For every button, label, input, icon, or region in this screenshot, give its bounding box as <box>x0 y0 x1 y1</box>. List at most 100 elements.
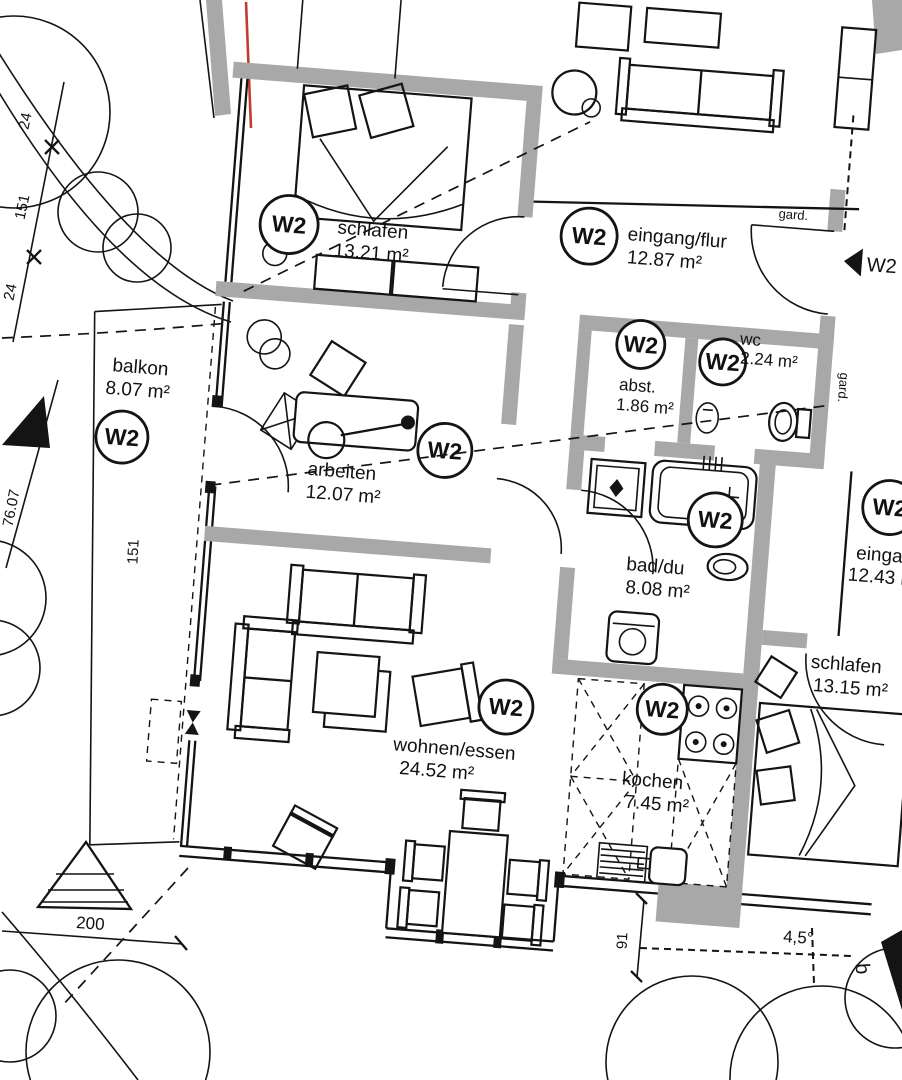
boundary-dashed-right <box>843 115 855 231</box>
site-dashed-sw <box>61 867 189 1007</box>
room-name-nachbar-schlafen: schlafen <box>810 652 882 678</box>
room-name-bad: bad/du <box>626 554 686 579</box>
bad-sink <box>706 552 749 582</box>
room-kochen: W2 kochen 7.45 m² <box>562 677 744 888</box>
room-area-nachbar-eingang: 12.43 m² <box>847 564 902 591</box>
tree-bottom-left <box>25 959 211 1080</box>
desk-lamp-arm <box>340 423 405 437</box>
pillow <box>357 82 415 140</box>
tree-bottom-right-a <box>605 975 779 1080</box>
room-area-flur: 12.87 m² <box>626 247 702 274</box>
room-name-kochen: kochen <box>621 768 684 794</box>
tree-top-left-large <box>0 15 111 209</box>
stove <box>677 683 744 765</box>
property-line <box>12 81 65 343</box>
roof-pitch-label: 4,5° <box>783 927 815 948</box>
site-curve-b <box>0 92 232 323</box>
blanket-fold <box>319 138 449 223</box>
w2-badge-bad: W2 <box>686 491 744 549</box>
blanket-fold <box>804 709 856 857</box>
blanket-curve <box>295 194 464 220</box>
neighbour-livingroom <box>551 1 878 134</box>
dimension-label-24-bottom: 24 <box>1 282 21 302</box>
bed <box>746 701 902 868</box>
svg-text:W2: W2 <box>623 330 659 359</box>
room-arbeiten: W2 arbeiten 12.07 m² <box>214 319 474 509</box>
desk-lamp <box>400 415 415 430</box>
toilet-tank <box>794 407 813 440</box>
door-arc-schlafen <box>441 215 525 287</box>
neighbour-eingang-wall <box>837 471 853 636</box>
svg-text:W2: W2 <box>704 348 740 377</box>
room-name-balkon: balkon <box>112 355 169 380</box>
door-arc-balkon <box>214 405 290 493</box>
room-area-abst: 1.86 m² <box>615 395 674 418</box>
side-table-round <box>551 69 598 116</box>
neighbour-wall-line-tl <box>199 0 215 119</box>
room-schlafen: W2 schlafen 13.21 m² <box>258 82 525 303</box>
stray-chair <box>271 803 339 871</box>
armchair <box>643 6 723 49</box>
room-wohnen: W2 wohnen/essen 24.52 m² <box>226 563 551 947</box>
door-arc-entry <box>750 224 828 315</box>
dimension-label-200: 200 <box>76 913 106 934</box>
dimension-label-151-window: 151 <box>124 539 142 565</box>
w2-badge-abst: W2 <box>615 319 667 370</box>
neighbour-boundary-top <box>533 200 860 211</box>
door-arc-nachbar <box>805 653 885 746</box>
dimension-label-7607: 76.07 <box>0 488 24 528</box>
section-line-b-vert <box>811 927 815 985</box>
w2-badge-arbeiten: W2 <box>416 422 474 479</box>
section-line-b <box>639 947 853 957</box>
room-nachbar-eingang: gard. W2 eingang 12.43 m² <box>835 372 902 591</box>
w2-badge-wohnen: W2 <box>477 678 535 736</box>
stairs-hatch <box>35 840 134 911</box>
room-name-wc: wc <box>738 329 762 350</box>
door-arc-bad <box>581 489 654 575</box>
room-area-schlafen: 13.21 m² <box>333 240 409 267</box>
tree-top-left-b <box>102 213 172 283</box>
dimension-label-91: 91 <box>614 932 632 950</box>
loveseat <box>226 615 300 744</box>
sight-line-a <box>243 121 591 292</box>
room-abstellraum: W2 abst. 1.86 m² <box>615 319 675 418</box>
room-area-arbeiten: 12.07 m² <box>305 482 381 509</box>
tree-left-b <box>0 619 41 717</box>
tree-bottom-right-b <box>729 985 902 1080</box>
w2-badge-kochen: W2 <box>635 682 689 736</box>
side-table <box>753 654 799 700</box>
walls <box>204 61 846 929</box>
planter <box>145 698 183 765</box>
room-area-wohnen: 24.52 m² <box>398 758 474 785</box>
kitchen-sink <box>595 841 688 887</box>
w2-badge-schlafen: W2 <box>258 194 320 255</box>
site-curve-a <box>0 53 234 302</box>
w2-badge-flur: W2 <box>559 206 619 266</box>
svg-text:W2: W2 <box>427 436 463 465</box>
shower-drain-icon <box>609 479 624 497</box>
pillow <box>302 84 358 139</box>
tree-right-edge <box>844 947 902 1049</box>
svg-text:W2: W2 <box>271 210 307 239</box>
bed <box>292 84 473 232</box>
svg-text:W2: W2 <box>644 695 680 724</box>
chair <box>574 1 633 52</box>
toilet-bad <box>605 610 661 666</box>
room-area-wc: 2.24 m² <box>739 348 798 371</box>
apartment-plan: W2 balkon 8.07 m² W2 schlafen 13.21 m² <box>89 0 902 952</box>
armchair <box>411 661 484 728</box>
room-balkon: W2 balkon 8.07 m² <box>89 303 222 846</box>
north-arrow <box>2 396 50 448</box>
property-line-ext <box>5 379 59 569</box>
wc-sink <box>695 402 720 434</box>
dimension-label-151: 151 <box>12 193 34 221</box>
w2-badge-wc: W2 <box>698 337 748 387</box>
wall-stub-top-left <box>206 0 231 116</box>
garderobe-label-top: gard. <box>778 206 809 223</box>
site-boundary-dashed <box>1 322 230 339</box>
side-table <box>308 339 368 398</box>
neighbour-sofa <box>614 56 785 134</box>
dimension-line-91 <box>636 899 645 978</box>
tree-left-a <box>0 540 47 656</box>
